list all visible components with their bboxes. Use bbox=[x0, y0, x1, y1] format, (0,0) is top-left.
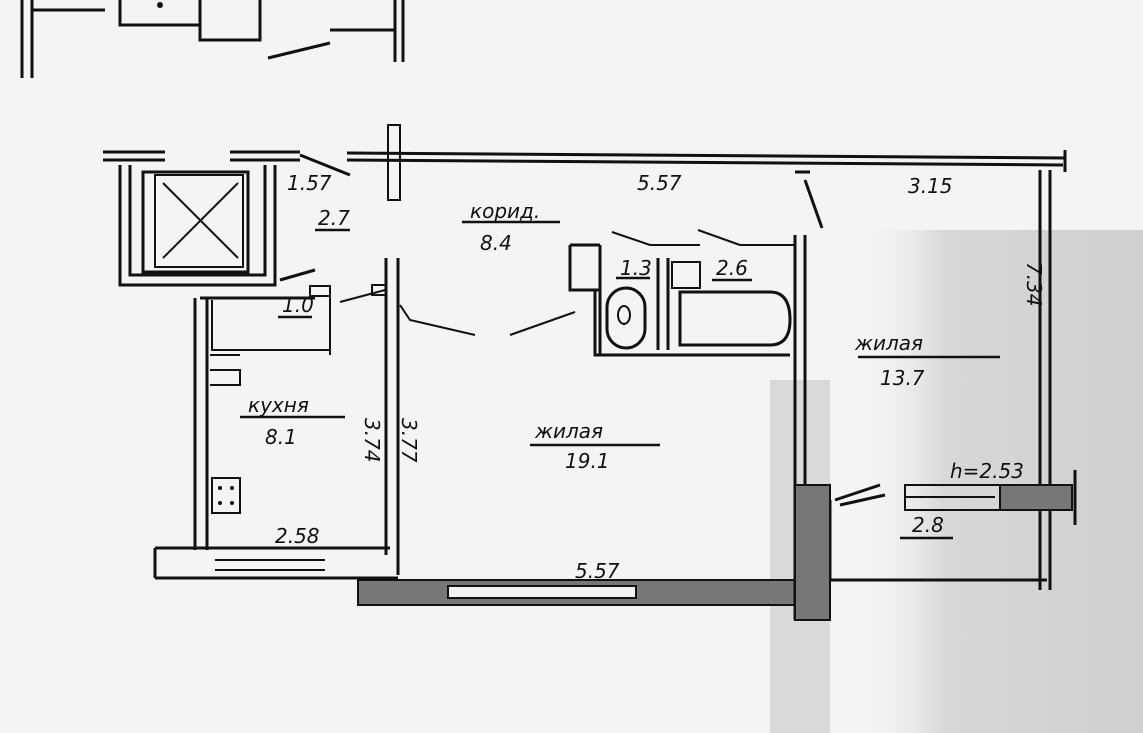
living-room-large-area: 19.1 bbox=[565, 449, 610, 473]
walls bbox=[103, 124, 1077, 621]
closet-area: 1.0 bbox=[282, 293, 314, 317]
corridor-area: 8.4 bbox=[480, 231, 512, 255]
living-room-small-label: жилая bbox=[854, 331, 923, 355]
dim-corridor-width: 1.57 bbox=[287, 171, 332, 195]
dim-kitchen-height-inner: 3.77 bbox=[397, 418, 421, 463]
kitchen-area: 8.1 bbox=[265, 425, 297, 449]
room-labels: 2.7 корид. 8.4 1.3 2.6 1.0 кухня 8.1 жил… bbox=[240, 199, 1000, 540]
dim-kitchen-width: 2.58 bbox=[275, 524, 320, 548]
upper-plan-fragment bbox=[20, 0, 405, 78]
living-room-small-area: 13.7 bbox=[880, 366, 925, 390]
dimension-labels: 1.57 5.57 3.15 7.34 3.74 3.77 2.58 5.57 … bbox=[275, 171, 1046, 583]
dim-top-center: 5.57 bbox=[637, 171, 682, 195]
bath-area: 2.6 bbox=[716, 256, 748, 280]
dim-bottom-center: 5.57 bbox=[575, 559, 620, 583]
wc-area: 1.3 bbox=[620, 256, 652, 280]
corridor-label: корид. bbox=[470, 199, 540, 223]
shadow bbox=[860, 230, 1143, 733]
dim-kitchen-height: 3.74 bbox=[360, 418, 384, 463]
balcony-area: 2.8 bbox=[912, 513, 944, 537]
dim-top-right: 3.15 bbox=[908, 174, 953, 198]
kitchen-label: кухня bbox=[248, 393, 309, 417]
dim-right-height: 7.34 bbox=[1022, 262, 1046, 307]
vestibule-area: 2.7 bbox=[318, 206, 350, 230]
living-room-large-label: жилая bbox=[534, 419, 603, 443]
ceiling-height: h=2.53 bbox=[950, 459, 1024, 483]
